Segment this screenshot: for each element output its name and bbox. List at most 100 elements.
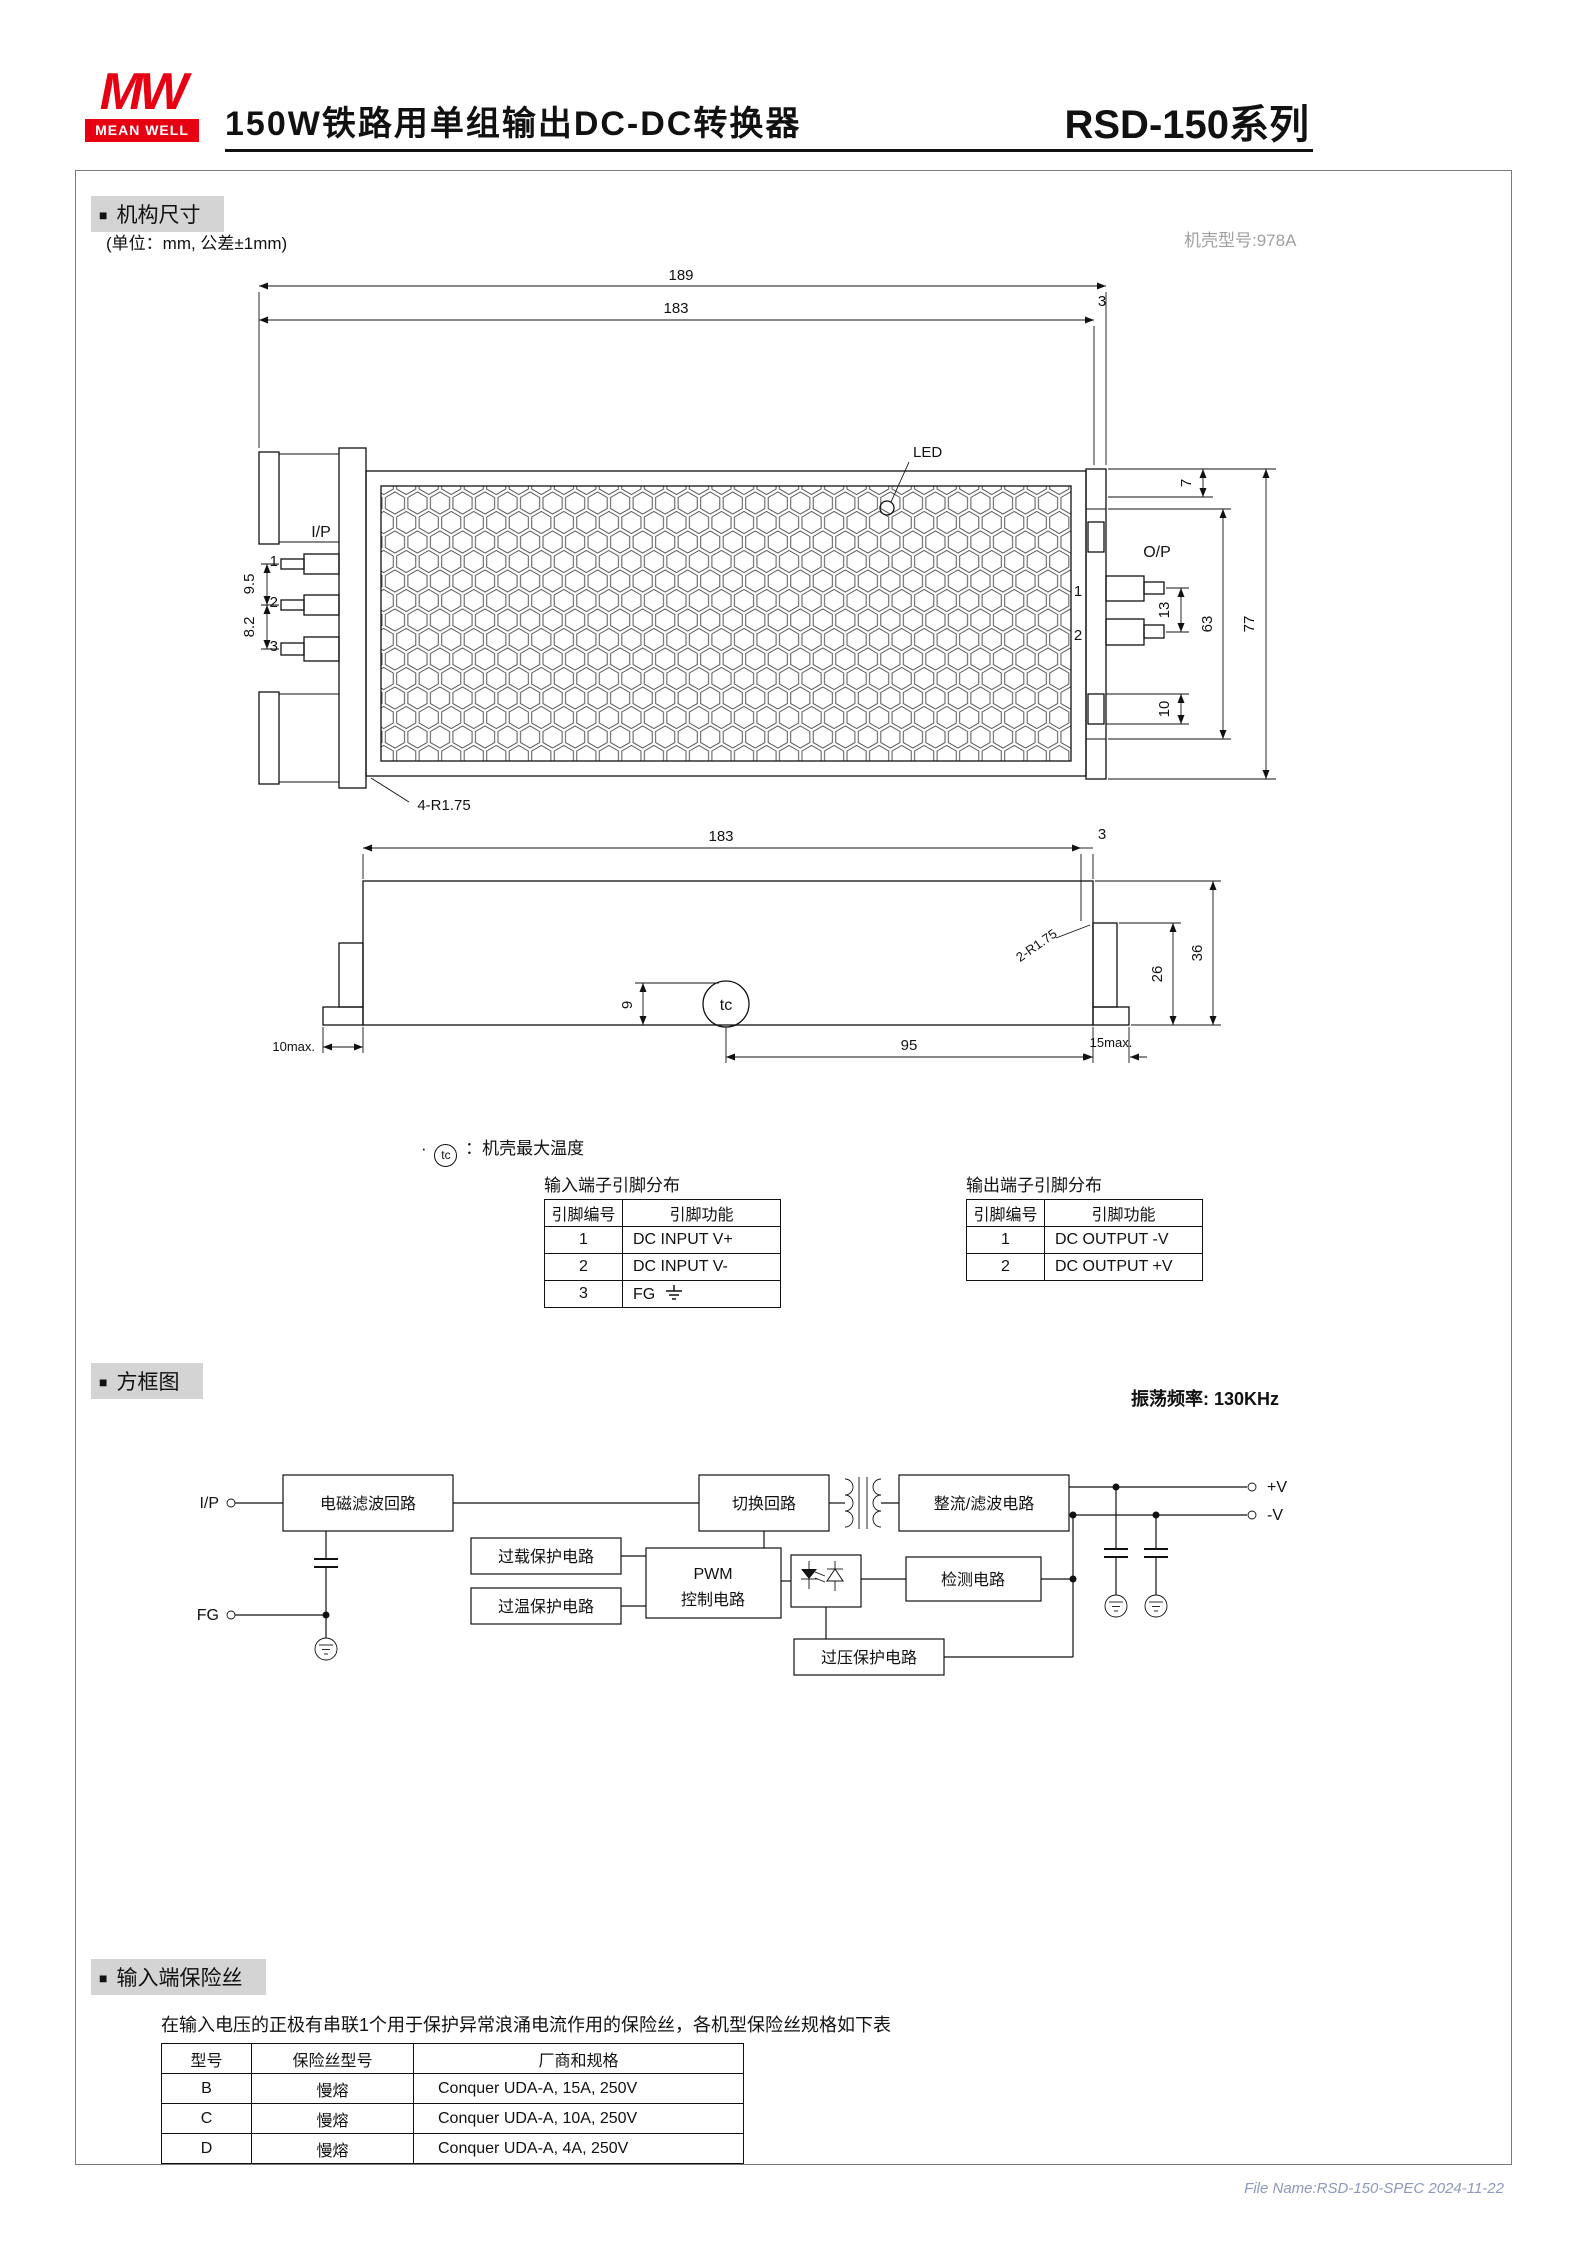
output-pin-table-title: 输出端子引脚分布 (966, 1176, 1102, 1195)
detection-block (905, 1556, 1042, 1602)
section-bullet-icon: ■ (99, 207, 108, 223)
switching-label: 切换回路 (732, 1495, 796, 1513)
fg-terminal-label: FG (197, 1607, 219, 1624)
model-cell: B (161, 2073, 252, 2104)
model-cell: C (161, 2103, 252, 2134)
logo-brand-text: MEAN WELL (85, 119, 199, 143)
pwm-label-line1: PWM (693, 1566, 732, 1583)
table-row: 1 DC OUTPUT -V (966, 1226, 1203, 1254)
pwm-block (645, 1547, 782, 1619)
unit-note: (单位：mm, 公差±1mm) (106, 234, 288, 253)
dim-7: 7 (1178, 479, 1195, 487)
overtemp-block (470, 1587, 622, 1625)
overload-block (470, 1537, 622, 1575)
pin-function-cell: DC OUTPUT -V (1044, 1226, 1203, 1254)
side-top-dimensions: 183 3 (362, 826, 1106, 921)
right-bracket (1092, 922, 1118, 1008)
top-view-drawing: 189 183 3 LED (241, 267, 1276, 814)
pin-number-cell: 1 (544, 1226, 623, 1254)
side-view-drawing: 183 3 tc 9 (272, 826, 1221, 1063)
dim-9: 9 (619, 1001, 636, 1009)
output-pin-1-number: 1 (1074, 583, 1082, 600)
emi-filter-label: 电磁滤波回路 (320, 1495, 416, 1513)
chassis-side-view: tc (322, 880, 1130, 1063)
table-row: 1 DC INPUT V+ (544, 1226, 781, 1254)
vplus-label: +V (1267, 1479, 1287, 1496)
overtemp-label: 过温保护电路 (498, 1598, 594, 1616)
output-pin-table: 输出端子引脚分布 引脚编号 引脚功能 1 DC OUTPUT -V 2 DC O… (966, 1171, 1206, 1281)
output-side: 1 2 O/P (1074, 468, 1171, 780)
table-header-row: 引脚编号 引脚功能 (966, 1199, 1203, 1227)
output-pin-1 (1105, 575, 1145, 602)
dim-3-top: 3 (1098, 293, 1106, 310)
spec-cell: Conquer UDA-A, 15A, 250V (413, 2073, 744, 2104)
content-frame: ■机构尺寸 (单位：mm, 公差±1mm) 机壳型号:978A (75, 170, 1512, 2165)
table-row: 2 DC OUTPUT +V (966, 1253, 1203, 1281)
logo-mw-text: MW (99, 63, 188, 121)
chassis-top-view: LED (365, 444, 1087, 777)
col-model: 型号 (161, 2043, 252, 2074)
dim-63: 63 (1199, 616, 1216, 633)
tc-note-bullet: · (421, 1139, 427, 1158)
pwm-label-line2: 控制电路 (681, 1591, 745, 1609)
left-bracket (338, 942, 364, 1008)
section-block-diagram-header: ■方框图 (91, 1363, 204, 1399)
overvoltage-label: 过压保护电路 (821, 1649, 917, 1667)
col-vendor-spec: 厂商和规格 (413, 2043, 744, 2074)
pin-number-cell: 1 (966, 1226, 1045, 1254)
input-terminal (226, 1498, 236, 1508)
dim-2-r175: 2-R1.75 (1013, 926, 1059, 965)
pin-function-cell: DC INPUT V- (622, 1253, 781, 1281)
fuse-description: 在输入电压的正极有串联1个用于保护异常浪涌电流作用的保险丝，各机型保险丝规格如下… (161, 2015, 892, 2035)
detection-label: 检测电路 (941, 1571, 1005, 1589)
dim-183-side: 183 (708, 828, 733, 845)
model-cell: D (161, 2133, 252, 2164)
mounting-slot-top (1087, 521, 1105, 553)
ground-icon (665, 1284, 682, 1300)
table-header-row: 型号 保险丝型号 厂商和规格 (161, 2043, 744, 2074)
section-bullet-icon: ■ (99, 1374, 108, 1390)
input-pin-3-number: 3 (270, 638, 278, 655)
section-bullet-icon: ■ (99, 1970, 108, 1986)
case-type-note: 机壳型号:978A (1184, 231, 1297, 250)
series-title: RSD-150系列 (1064, 103, 1309, 147)
dim-77: 77 (1241, 616, 1258, 633)
input-label: I/P (311, 524, 331, 541)
oscillator-frequency: 振荡频率: 130KHz (1131, 1389, 1280, 1409)
pin-function-cell: DC INPUT V+ (622, 1226, 781, 1254)
dim-183-top: 183 (663, 300, 688, 317)
right-dimensions: 7 13 10 63 77 (1106, 468, 1276, 780)
mounting-slot-bottom (1087, 693, 1105, 725)
dim-95: 95 (901, 1037, 918, 1054)
diagram-wires (235, 1483, 1247, 1658)
dim-9-5: 9.5 (241, 574, 258, 595)
input-pin-1 (303, 553, 340, 575)
input-pin-table: 输入端子引脚分布 引脚编号 引脚功能 1 DC INPUT V+ 2 DC IN… (544, 1171, 784, 1308)
optocoupler-symbol (790, 1554, 862, 1608)
dim-3-side: 3 (1098, 826, 1106, 843)
tc-label: tc (720, 997, 732, 1014)
fuse-table: 型号 保险丝型号 厂商和规格 B 慢熔 Conquer UDA-A, 15A, … (161, 2043, 744, 2164)
type-cell: 慢熔 (251, 2073, 414, 2104)
dim-189: 189 (668, 267, 693, 284)
pin-number-cell: 2 (966, 1253, 1045, 1281)
input-pin-2 (303, 594, 340, 616)
pin-function-cell: FG (622, 1280, 781, 1308)
fg-label: FG (633, 1285, 656, 1303)
corner-radius-note: 4-R1.75 (370, 777, 471, 814)
dim-13: 13 (1156, 602, 1173, 619)
input-pin-3 (303, 636, 340, 662)
pin-number-cell: 2 (544, 1253, 623, 1281)
table-row: 3 FG (544, 1280, 781, 1308)
dim-26: 26 (1149, 966, 1166, 983)
top-dimensions: 189 183 3 (258, 267, 1107, 465)
vent-mesh (380, 485, 1072, 762)
input-pin-table-title: 输入端子引脚分布 (544, 1176, 680, 1195)
type-cell: 慢熔 (251, 2133, 414, 2164)
table-header-row: 引脚编号 引脚功能 (544, 1199, 781, 1227)
dim-10max: 10max. (272, 1039, 315, 1054)
switching-block (698, 1474, 830, 1532)
pin-number-cell: 3 (544, 1280, 623, 1308)
col-fuse-type: 保险丝型号 (251, 2043, 414, 2074)
fg-terminal (226, 1610, 236, 1620)
